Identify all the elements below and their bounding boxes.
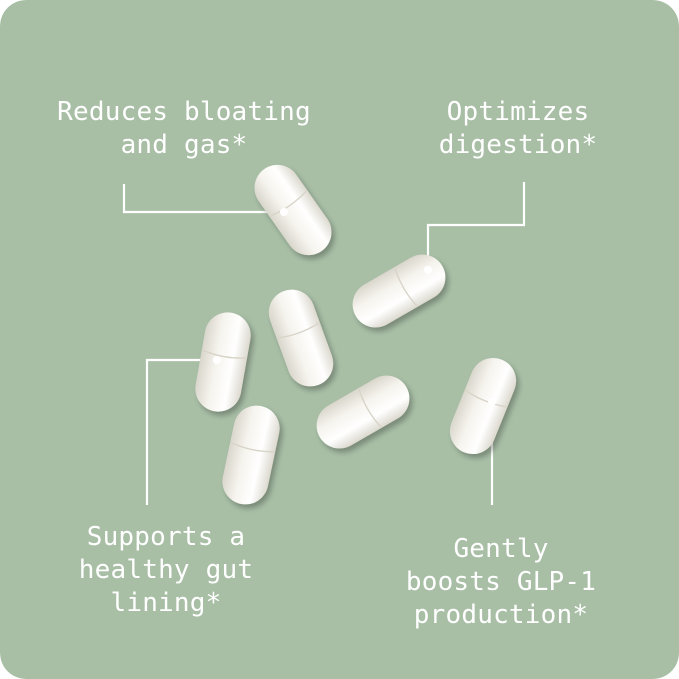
capsule [222, 405, 280, 505]
connector-bloating [122, 184, 284, 214]
capsule [254, 164, 332, 256]
connector-dot-bloating [280, 208, 288, 216]
capsule [449, 357, 517, 455]
callout-bloating: Reduces bloating and gas* [36, 96, 332, 162]
callout-bloating-line-1: Reduces bloating [57, 97, 311, 127]
capsule [352, 254, 446, 328]
callout-gut-lining-line-2: healthy gut [78, 555, 254, 585]
callout-digestion: Optimizes digestion* [420, 96, 616, 162]
connector-dot-digestion [424, 266, 432, 274]
callout-gut-lining: Supports a healthy gut lining* [58, 521, 274, 620]
callout-bloating-line-2: and gas* [120, 130, 248, 160]
capsule [316, 375, 410, 449]
capsule [195, 312, 251, 412]
callout-gut-lining-line-3: lining* [110, 588, 222, 618]
connector-dot-gut-lining [213, 356, 221, 364]
connector-dot-glp1 [488, 398, 496, 406]
callout-glp1-line-1: Gently [453, 534, 549, 564]
callout-glp1: Gently boosts GLP-1 production* [388, 533, 614, 632]
callout-glp1-line-3: production* [413, 600, 589, 630]
capsule [268, 289, 334, 387]
callout-digestion-line-2: digestion* [438, 130, 598, 160]
connector-digestion [426, 182, 526, 270]
callout-glp1-line-2: boosts GLP-1 [405, 567, 597, 597]
connector-gut-lining [145, 358, 217, 505]
callout-gut-lining-line-1: Supports a [86, 522, 246, 552]
callout-digestion-line-1: Optimizes [446, 97, 590, 127]
